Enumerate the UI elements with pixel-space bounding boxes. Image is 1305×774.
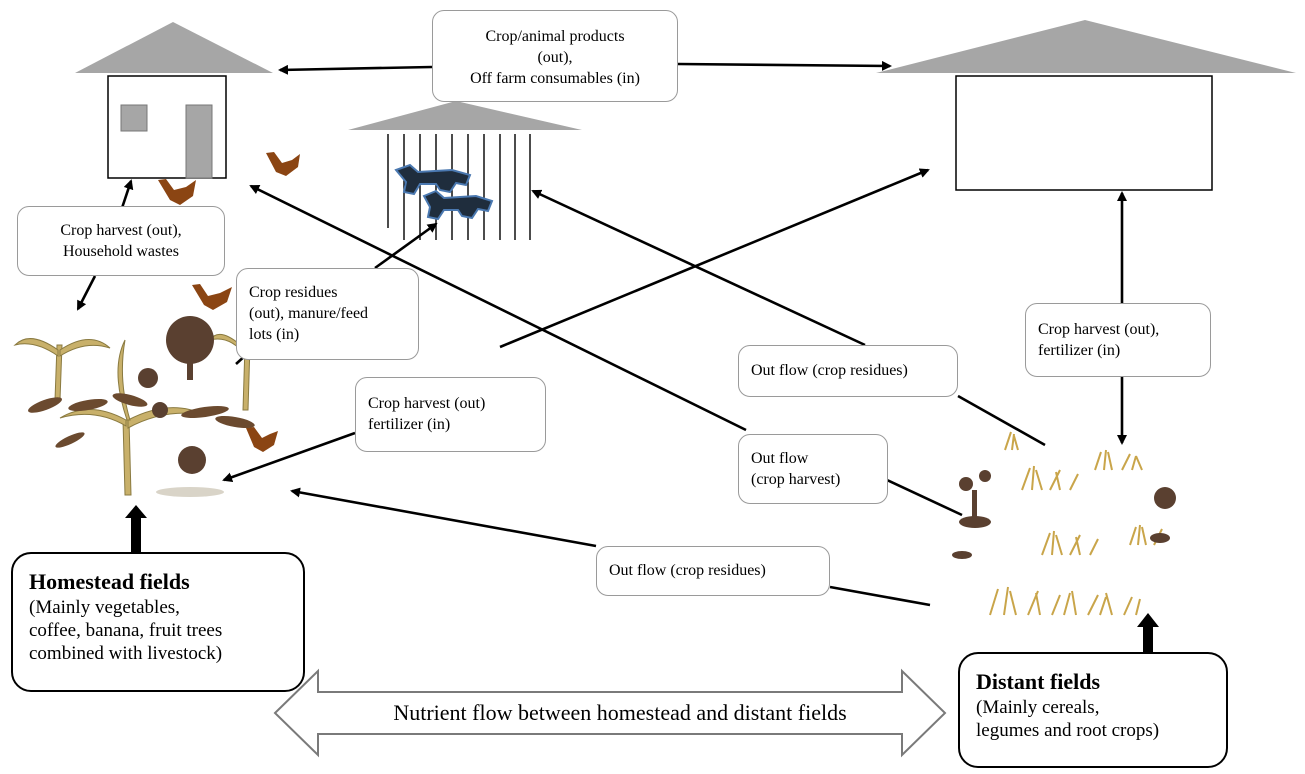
distant-fields-box: Distant fields (Mainly cereals, legumes … [958,652,1228,768]
chicken-icon [266,152,300,176]
homestead-fields-desc: (Mainly vegetables, [29,597,180,618]
label-line: Crop residues [249,284,338,301]
house-window [120,104,148,132]
arrow-outflow-to-homestead-house [249,184,747,432]
label-products-flow: Crop/animal products (out), Off farm con… [432,10,678,102]
label-outflow-harvest: Out flow (crop harvest) [738,434,888,504]
leaf-icon [27,393,255,497]
label-outflow-residues-lower: Out flow (crop residues) [596,546,830,596]
arrow-distant-box-up [1137,613,1159,652]
arrow-outflow-to-shed [531,189,866,347]
label-crop-residues-manure: Crop residues (out), manure/feed lots (i… [236,268,419,360]
arrow-products-to-homestead [278,64,433,75]
tree-icon [138,316,214,474]
arrow-harvest-to-homestead-house [120,179,134,209]
nutrient-flow-label: Nutrient flow between homestead and dist… [393,700,847,725]
label-line: Crop harvest (out), [1038,321,1160,338]
label-line: Crop/animal products [485,28,625,45]
label-line: Crop harvest (out), [60,222,182,239]
livestock-icon [394,163,494,221]
grass-icon [989,431,1163,616]
label-crop-harvest-household: Crop harvest (out), Household wastes [17,206,225,276]
label-line: lots (in) [249,326,300,343]
label-line: (out), [537,49,573,66]
homestead-fields-desc: combined with livestock) [29,643,223,664]
homestead-fields-desc: coffee, banana, fruit trees [29,620,223,641]
arrow-residues-to-shed [374,222,438,270]
arrow-outflow-lower-tail [829,585,931,607]
homestead-fields-box: Homestead fields (Mainly vegetables, cof… [11,552,305,692]
chicken-icon [246,427,278,452]
arrow-outflow-harvest-tail [886,478,963,517]
arrow-homestead-to-distant-house [499,168,930,349]
arrow-homestead-box-up [125,505,147,552]
livestock-shed [348,101,582,240]
distant-fields-desc: legumes and root crops) [976,720,1160,741]
label-line: Off farm consumables (in) [470,70,640,87]
label-line: Crop harvest (out) [368,395,486,412]
nutrient-flow-arrow [273,668,947,758]
distant-fields-desc: (Mainly cereals, [976,697,1100,718]
label-line: (out), manure/feed [249,305,369,322]
chicken-icon [192,284,232,310]
label-line: fertilizer (in) [1038,342,1121,359]
label-line: Out flow (crop residues) [751,362,908,379]
label-outflow-residues-upper: Out flow (crop residues) [738,345,958,397]
label-line: Out flow (crop residues) [609,562,766,579]
distant-house [876,20,1296,191]
arrow-harvest-to-homestead-field [76,275,97,311]
chicken-icon [158,179,196,205]
label-crop-harvest-fertilizer-left: Crop harvest (out) fertilizer (in) [355,377,546,452]
house-door [185,104,213,179]
label-line: fertilizer (in) [368,416,451,433]
arrow-outflow-residues-tail [957,394,1046,447]
distant-fields-title: Distant fields [976,669,1101,694]
homestead-vegetation [13,316,282,497]
homestead-house [75,22,273,179]
arrow-products-to-distant [677,60,892,71]
label-line: Household wastes [63,243,179,260]
distant-vegetation [952,431,1176,616]
label-line: Out flow [751,450,809,467]
label-crop-harvest-fertilizer-right: Crop harvest (out), fertilizer (in) [1025,303,1211,377]
arrow-distant-house-to-homestead [222,431,356,483]
homestead-fields-title: Homestead fields [29,569,190,594]
arrow-outflow-to-homestead-field [290,487,597,548]
tree-icon [952,470,1176,559]
label-line: (crop harvest) [751,471,841,488]
